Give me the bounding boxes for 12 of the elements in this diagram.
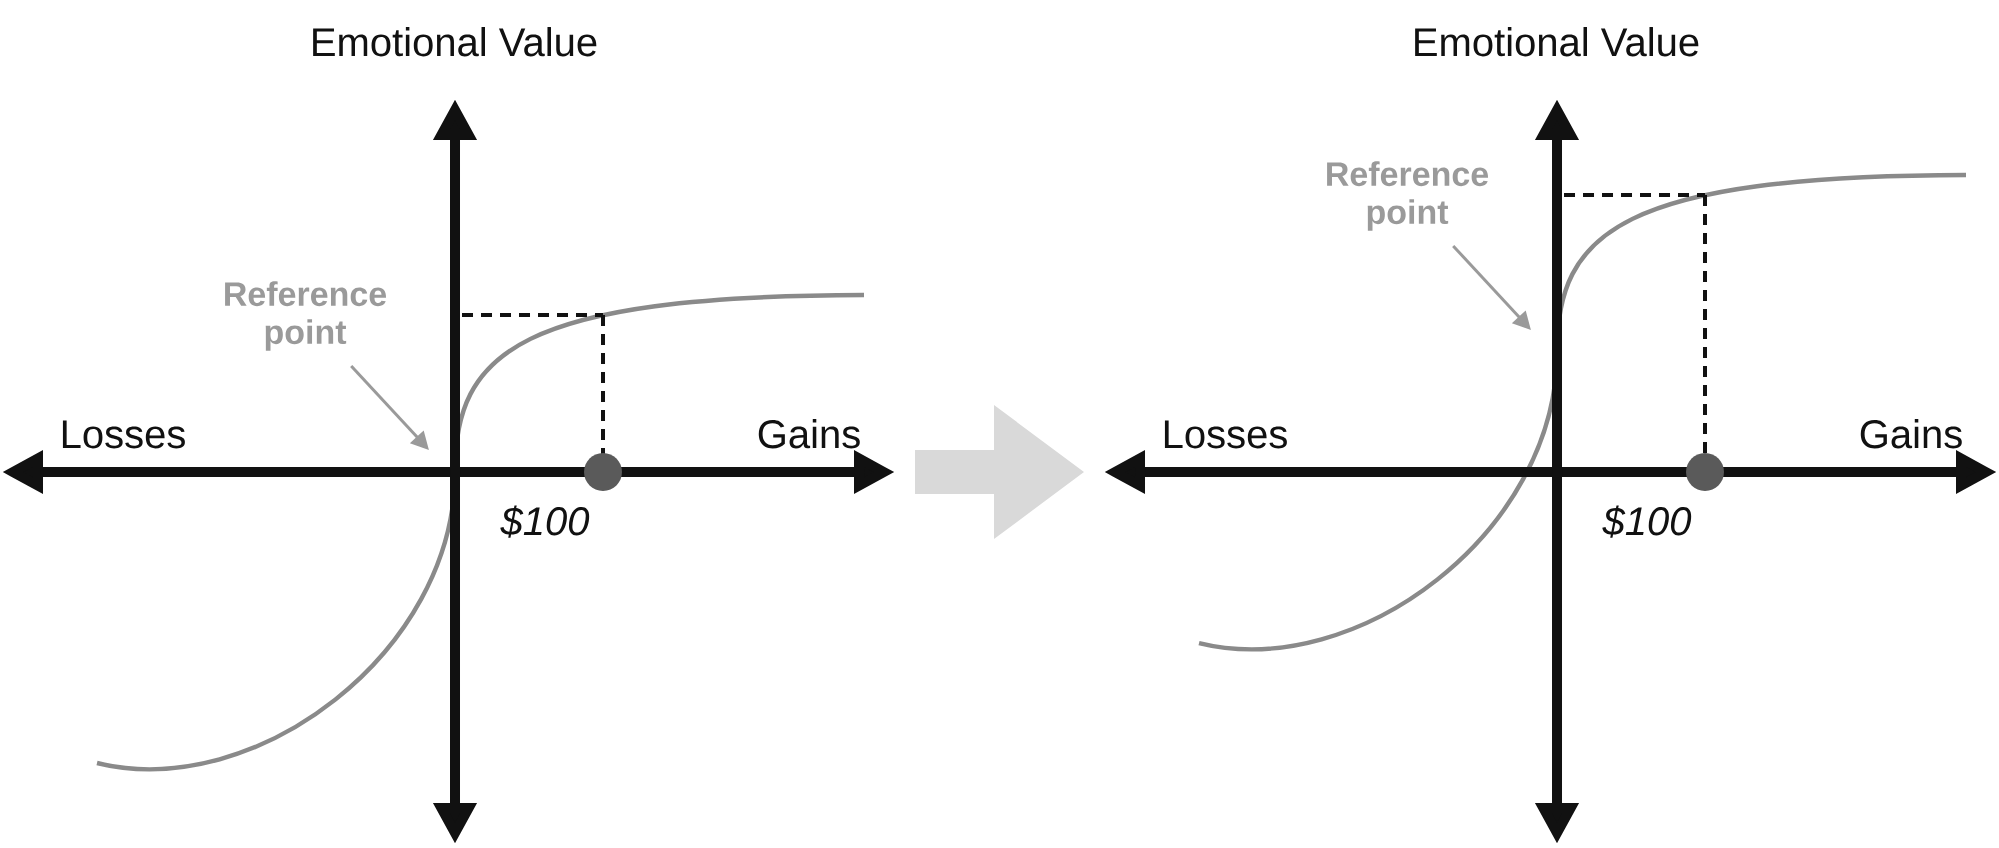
annotation-text: Reference point [225, 281, 387, 351]
axis-title: Emotional Value [313, 27, 597, 57]
axis-label: Losses [62, 420, 185, 449]
leader-arrow [350, 364, 429, 450]
axis-label: Losses [1164, 420, 1287, 449]
axis-title: Emotional Value [1415, 27, 1699, 57]
axis-label: Gains [1860, 419, 1962, 449]
value-label: $100 [500, 505, 590, 538]
axis-label: Gains [758, 419, 860, 449]
annotation-text: Reference point [1327, 161, 1489, 231]
value-label: $100 [1602, 505, 1692, 538]
leader-arrow [1452, 244, 1531, 330]
